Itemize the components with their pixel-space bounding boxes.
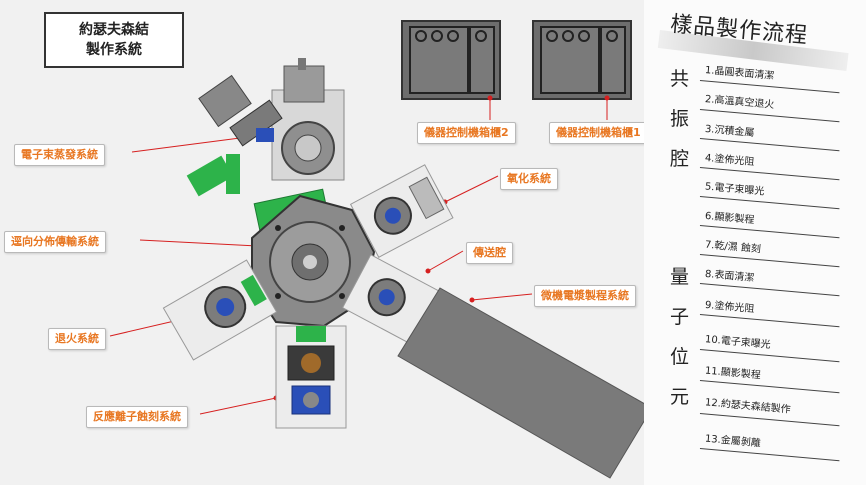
cabinet-2-panel-right [469,26,495,94]
cabinet-2-panel-left [409,26,469,94]
control-cabinet-2 [401,20,501,100]
label-ebeam-evaporation: 電子束蒸發系統 [14,144,105,166]
anneal-chamber [162,259,278,361]
diagram-title-line1: 約瑟夫森結 [79,22,149,38]
label-control-cabinet-1: 儀器控制機箱櫃1 [549,122,648,144]
group2-char-3: 元 [670,386,690,408]
rie-chamber [275,325,347,429]
label-radial-transfer: 逕向分佈傳輸系統 [4,231,106,253]
microwave-plasma-system [341,254,653,479]
group1-char-0: 共 [670,68,690,90]
label-oxidation: 氧化系統 [500,168,558,190]
label-anneal: 退火系統 [48,328,106,350]
cabinet-1-panel-left [540,26,600,94]
ebeam-evaporator [186,58,345,197]
cabinet-2-gauges [415,30,487,42]
diagram-title-line2: 製作系統 [86,42,142,58]
cabinet-1-gauges [546,30,618,42]
process-panel [644,0,866,485]
label-transfer-chamber: 傳送腔 [466,242,513,264]
group2-char-1: 子 [670,306,690,328]
diagram-title: 約瑟夫森結 製作系統 [44,12,184,68]
label-rie: 反應離子蝕刻系統 [86,406,188,428]
cabinet-1-panel-right [600,26,626,94]
group2-char-2: 位 [670,346,690,368]
group1-char-2: 腔 [670,148,690,170]
oxidation-chamber [349,164,454,258]
label-control-cabinet-2: 儀器控制機箱櫃2 [417,122,516,144]
group2-char-0: 量 [670,266,690,288]
control-cabinet-1 [532,20,632,100]
group1-char-1: 振 [670,108,690,130]
label-microwave-plasma: 微機電漿製程系統 [534,285,636,307]
